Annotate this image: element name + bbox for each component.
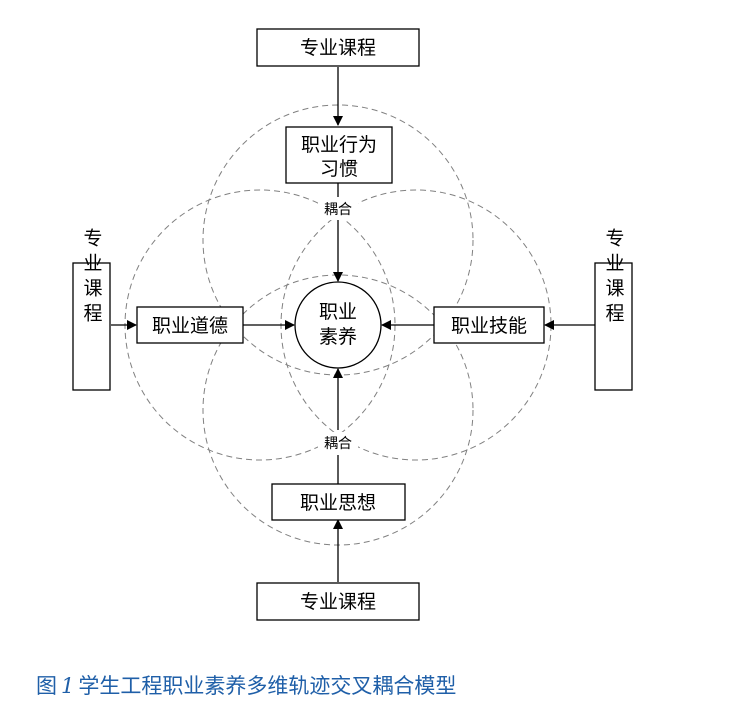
skills-box: 职业技能 bbox=[433, 306, 545, 344]
course-right-label: 专业课程 bbox=[603, 228, 625, 328]
behavior-label-line2: 习惯 bbox=[320, 158, 358, 180]
course-top-label: 专业课程 bbox=[300, 37, 376, 59]
caption-text: 学生工程职业素养多维轨迹交叉耦合模型 bbox=[78, 674, 457, 698]
course-right-box: 专业课程 bbox=[594, 228, 633, 391]
course-left-label: 专业课程 bbox=[81, 228, 103, 328]
connectors bbox=[111, 67, 595, 582]
ethics-label: 职业道德 bbox=[152, 315, 228, 337]
coupling-bottom-label: 耦合 bbox=[324, 436, 352, 452]
ethics-box: 职业道德 bbox=[136, 306, 244, 344]
caption-number: 1 bbox=[61, 674, 75, 698]
coupling-model-diagram: 专业课程 职业行为 习惯 耦合 职业 素养 专业课程 职业道德 职业技能 专业课… bbox=[72, 28, 633, 621]
behavior-label-line1: 职业行为 bbox=[301, 134, 377, 156]
center-label-line2: 素养 bbox=[319, 326, 357, 348]
center-label-line1: 职业 bbox=[319, 301, 357, 323]
course-top-box: 专业课程 bbox=[256, 28, 420, 67]
thought-box: 职业思想 bbox=[271, 483, 406, 521]
center-circle: 职业 素养 bbox=[294, 281, 382, 369]
thought-label: 职业思想 bbox=[300, 492, 376, 514]
skills-label: 职业技能 bbox=[451, 315, 527, 337]
behavior-box: 职业行为 习惯 bbox=[285, 126, 393, 184]
caption-prefix: 图 bbox=[36, 674, 57, 698]
coupling-top-label: 耦合 bbox=[324, 202, 352, 218]
course-bottom-label: 专业课程 bbox=[300, 591, 376, 613]
course-bottom-box: 专业课程 bbox=[256, 582, 420, 621]
course-left-box: 专业课程 bbox=[72, 228, 111, 391]
